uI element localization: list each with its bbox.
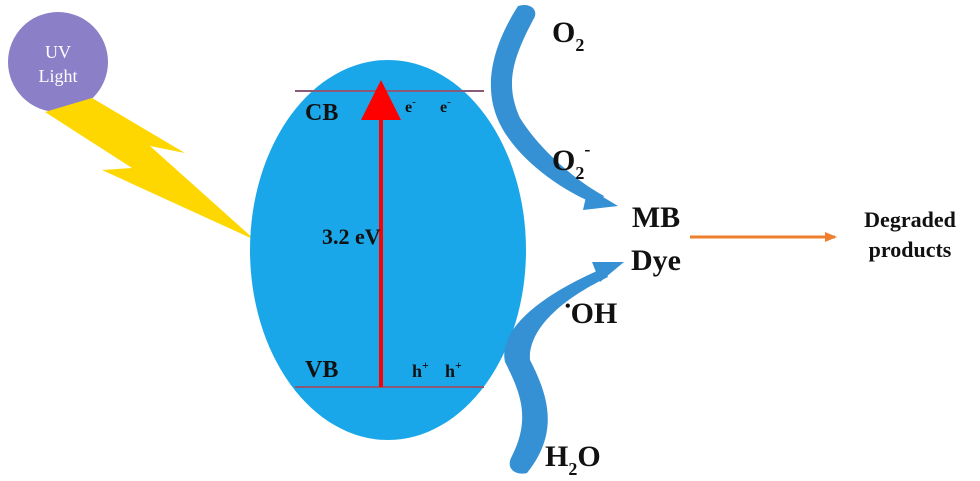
lower-curved-stroke [504,268,608,474]
electron-1: e- [405,96,416,116]
uv-light-circle [8,12,108,112]
hole-2: h+ [445,358,462,381]
photocatalyst-particle [250,60,526,440]
hole-1: h+ [412,358,429,381]
products-label: products [869,237,952,262]
upper-arrowhead-icon [583,188,618,210]
superoxide-label: O2- [552,139,590,183]
vb-label: VB [305,357,338,383]
oxygen-label: O2 [552,16,584,55]
light-label: Light [39,66,78,86]
water-label: H2O [545,440,601,479]
uv-label: UV [45,42,71,62]
hydroxyl-radical-label: •OH [565,297,617,330]
upper-curved-stroke [490,4,604,206]
lower-arrowhead-icon [592,262,624,282]
degraded-label: Degraded [864,207,956,232]
electron-2: e- [440,96,451,116]
lightning-bolt-icon [45,98,255,240]
mb-label: MB [632,201,680,234]
cb-label: CB [305,100,338,126]
dye-label: Dye [631,244,681,277]
band-gap-label: 3.2 eV [322,224,381,249]
